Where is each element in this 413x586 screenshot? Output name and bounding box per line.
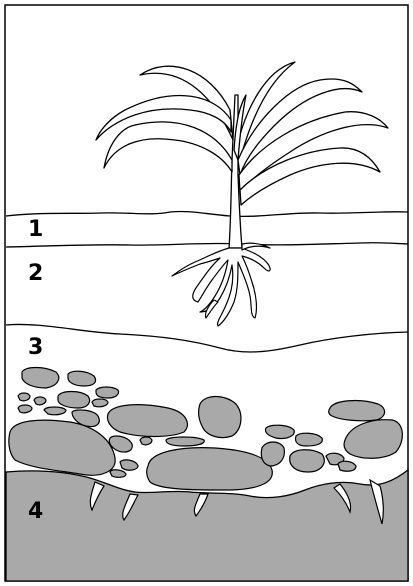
- rock-fragment: [261, 442, 284, 466]
- layer-label-2: 2: [28, 261, 43, 286]
- rock-fragment: [290, 450, 325, 472]
- rock-fragment: [68, 371, 96, 386]
- rock-fragment: [147, 448, 273, 490]
- rock-fragment: [329, 401, 385, 421]
- rock-fragment: [120, 460, 138, 470]
- rock-fragment: [199, 397, 241, 438]
- rock-fragment: [265, 425, 294, 438]
- rock-fragment: [34, 397, 46, 405]
- layer-label-1: 1: [28, 217, 43, 242]
- rock-fragment: [110, 470, 126, 477]
- plant-icon: [96, 62, 388, 248]
- rock-fragment: [344, 420, 402, 459]
- rock-fragment: [22, 368, 59, 389]
- layer-label-4: 4: [28, 499, 43, 524]
- horizon-boundary-2: [6, 243, 408, 247]
- rock-fragment: [92, 399, 108, 407]
- rock-fragment: [18, 393, 30, 401]
- rock-fragment: [18, 405, 32, 413]
- rock-fragment: [338, 461, 356, 471]
- rock-fragments: [9, 368, 403, 491]
- rock-fragment: [108, 405, 188, 437]
- rock-fragment: [166, 437, 204, 446]
- rock-fragment: [9, 420, 115, 475]
- plant-root: [172, 248, 270, 326]
- horizon-boundary-1: [6, 211, 408, 216]
- rock-fragment: [140, 437, 152, 445]
- rock-fragment: [58, 392, 90, 409]
- rock-fragment: [44, 407, 66, 415]
- plant-root: [205, 300, 218, 318]
- rock-fragment: [295, 433, 322, 446]
- plant-leaf: [104, 122, 232, 172]
- horizon-boundary-3: [6, 324, 408, 352]
- rock-fragment: [96, 387, 119, 398]
- layer-label-3: 3: [28, 335, 43, 360]
- plant-roots: [172, 243, 270, 326]
